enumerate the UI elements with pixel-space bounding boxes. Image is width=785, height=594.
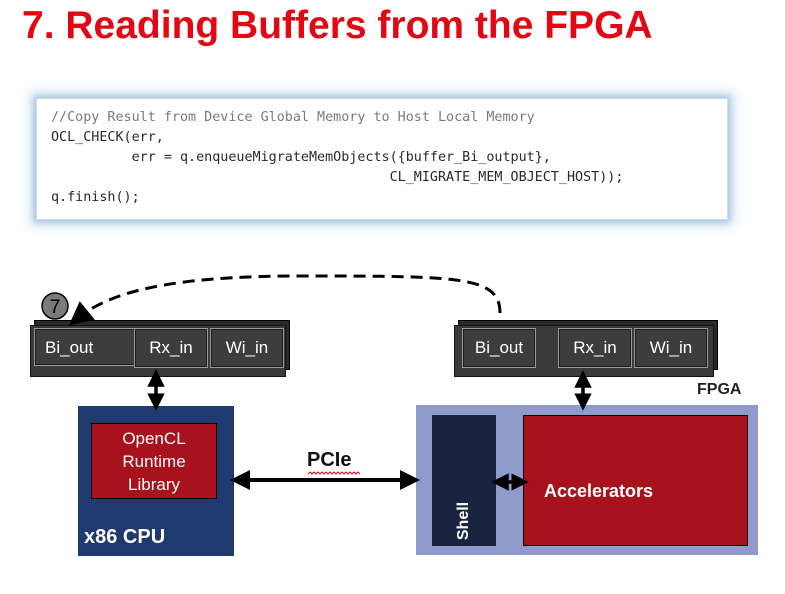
fpga-label: FPGA bbox=[697, 381, 742, 398]
fpga-buffer-strip: Bi_out Rx_in Wi_in bbox=[454, 320, 718, 377]
code-comment: //Copy Result from Device Global Memory … bbox=[51, 110, 535, 125]
shell-block: Shell bbox=[432, 415, 496, 546]
slide-title: 7. Reading Buffers from the FPGA bbox=[22, 4, 653, 47]
accelerators-label: Accelerators bbox=[544, 481, 654, 501]
code-snippet: //Copy Result from Device Global Memory … bbox=[37, 99, 727, 208]
opencl-runtime-block: OpenCL Runtime Library bbox=[91, 423, 217, 499]
fpga-buffer-rx-in: Rx_in bbox=[558, 328, 632, 368]
host-buffer-rx-in: Rx_in bbox=[134, 328, 208, 368]
code-line-2: err = q.enqueueMigrateMemObjects({buffer… bbox=[51, 150, 551, 165]
pcie-label: PCIe bbox=[307, 449, 352, 471]
x86-cpu-block: OpenCL Runtime Library x86 CPU bbox=[78, 406, 234, 556]
cpu-label: x86 CPU bbox=[84, 526, 166, 548]
transfer-dashed-arrow bbox=[68, 274, 502, 326]
fpga-buffer-wi-in: Wi_in bbox=[634, 328, 708, 368]
runtime-line-1: OpenCL bbox=[122, 429, 186, 448]
fpga-block: Shell Accelerators bbox=[416, 405, 758, 555]
fpga-buffer-bi-out: Bi_out bbox=[462, 328, 536, 368]
host-buffer-wi-in: Wi_in bbox=[210, 328, 284, 368]
accelerators-block: Accelerators bbox=[523, 415, 748, 546]
pcie-spell-underline bbox=[307, 471, 361, 475]
code-line-1: OCL_CHECK(err, bbox=[51, 130, 164, 145]
runtime-line-2: Runtime bbox=[122, 452, 186, 471]
code-line-3: CL_MIGRATE_MEM_OBJECT_HOST)); bbox=[51, 170, 624, 185]
step-number-circle bbox=[41, 292, 69, 320]
runtime-line-3: Library bbox=[128, 475, 180, 494]
code-line-4: q.finish(); bbox=[51, 190, 140, 205]
code-snippet-box: //Copy Result from Device Global Memory … bbox=[36, 98, 728, 220]
step-number: 7 bbox=[50, 297, 61, 318]
